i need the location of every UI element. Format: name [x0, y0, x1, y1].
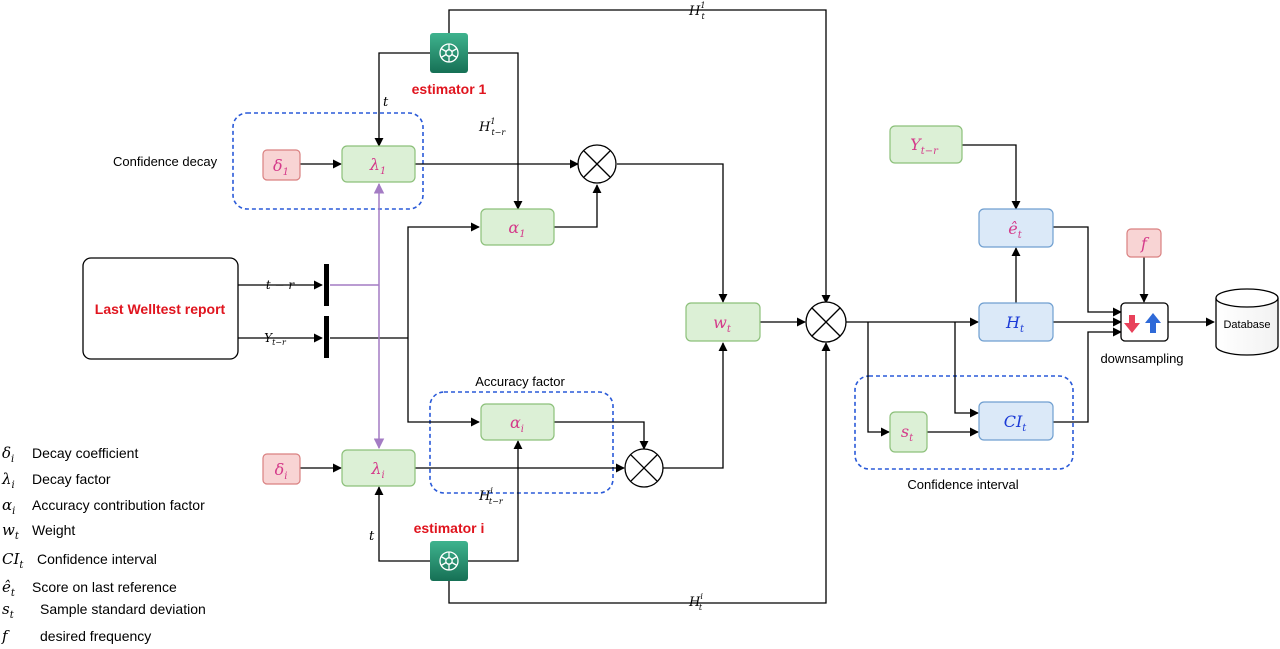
edge-bigmult-cit [954, 322, 979, 418]
label-t-bottom: t [369, 529, 375, 544]
legend-symbol: δi [2, 444, 14, 465]
edge-h1t [448, 9, 831, 304]
node-deltai: δi [275, 460, 288, 482]
estimator-i-label: estimator i [414, 520, 485, 536]
downsampling-box [1120, 302, 1169, 342]
node-wt: wt [713, 313, 732, 335]
accuracy-factor-group [429, 391, 614, 494]
source-out-bottom: Yt−r [264, 331, 287, 347]
legend-symbol: êt [2, 578, 16, 599]
edge-et-down [1053, 226, 1122, 317]
legend-symbol: λi [1, 470, 15, 491]
node-f: f [1140, 234, 1150, 253]
legend-description: desired frequency [40, 628, 151, 644]
node-yt-box [889, 125, 963, 164]
legend-description: Decay factor [32, 471, 111, 487]
bar-top [324, 264, 329, 306]
legend-symbol: CIt [2, 550, 24, 571]
edge-bar-alphai [407, 338, 480, 427]
downsampling-icon [1124, 313, 1161, 333]
node-et-box [978, 208, 1054, 248]
node-lambdai: λi [370, 459, 384, 481]
legend-description: Accuracy contribution factor [32, 497, 205, 513]
node-lambda1: λ1 [369, 155, 387, 177]
edge-alphai-multi [554, 421, 649, 450]
edge-multi-wt [663, 342, 728, 469]
node-st: st [901, 422, 914, 444]
database-label: Database [1223, 319, 1270, 331]
node-delta1-box [262, 149, 301, 181]
label-confidence-decay: Confidence decay [113, 154, 218, 169]
multiply-node-1 [577, 144, 617, 184]
edge-mult1-wt [617, 163, 728, 303]
node-cit: CIt [1004, 412, 1028, 434]
legend-description: Weight [32, 522, 75, 538]
node-et: êt [1008, 219, 1022, 241]
node-delta1: δ1 [273, 156, 289, 178]
label-confidence-interval: Confidence interval [907, 477, 1018, 492]
node-lambda1-box [341, 145, 416, 183]
node-f-box [1126, 228, 1162, 258]
source-out-top: t − r [266, 278, 296, 292]
source-box [82, 257, 239, 360]
node-alphai-box [480, 403, 555, 441]
node-lambdai-box [341, 449, 416, 487]
edge-hit [448, 342, 831, 604]
bar-bottom [324, 316, 329, 358]
node-deltai-box [262, 453, 301, 485]
confidence-decay-group [232, 112, 424, 210]
legend-symbol: αi [2, 496, 15, 517]
estimator-1-label: estimator 1 [412, 81, 487, 97]
node-cit-box [978, 401, 1054, 441]
edge-bar-alpha1 [407, 222, 480, 338]
node-yt: Yt−r [910, 135, 939, 157]
label-t-top: t [383, 95, 389, 110]
edge-est1-lambda1 [374, 52, 430, 147]
node-wt-box [685, 302, 761, 342]
legend-symbol: f [1, 627, 10, 645]
legend-description: Confidence interval [37, 551, 157, 567]
edge-alpha1-mult1 [554, 184, 602, 228]
legend: δi Decay coefficient λi Decay factor αi Accur… [1, 444, 206, 645]
confidence-interval-group [854, 375, 1074, 470]
node-ht-box [978, 302, 1054, 342]
estimator-i-icon [430, 541, 468, 581]
edge-yt-et [962, 144, 1021, 210]
edge-esti-lambdai [374, 486, 430, 562]
node-alpha1-box [480, 208, 555, 246]
estimator-1-icon [430, 33, 468, 73]
legend-description: Decay coefficient [32, 445, 138, 461]
downsampling-label: downsampling [1100, 351, 1183, 366]
node-ht: Ht [1005, 313, 1025, 335]
node-alphai: αi [510, 413, 524, 435]
label-accuracy-factor: Accuracy factor [475, 374, 565, 389]
source-label: Last Welltest report [95, 301, 226, 317]
edge-est1-alpha1 [468, 52, 523, 210]
legend-description: Sample standard deviation [40, 601, 206, 617]
legend-symbol: wt [2, 521, 20, 542]
edge-bigmult-st [867, 322, 890, 437]
node-st-box [889, 411, 928, 453]
multiply-node-main [805, 301, 847, 343]
edge-esti-alphai [468, 440, 523, 562]
legend-description: Score on last reference [32, 579, 177, 595]
edge-cit-down [1053, 327, 1122, 423]
multiply-node-i [624, 448, 664, 488]
database-icon [1215, 288, 1279, 356]
node-alpha1: α1 [508, 218, 525, 240]
legend-symbol: st [2, 600, 15, 621]
